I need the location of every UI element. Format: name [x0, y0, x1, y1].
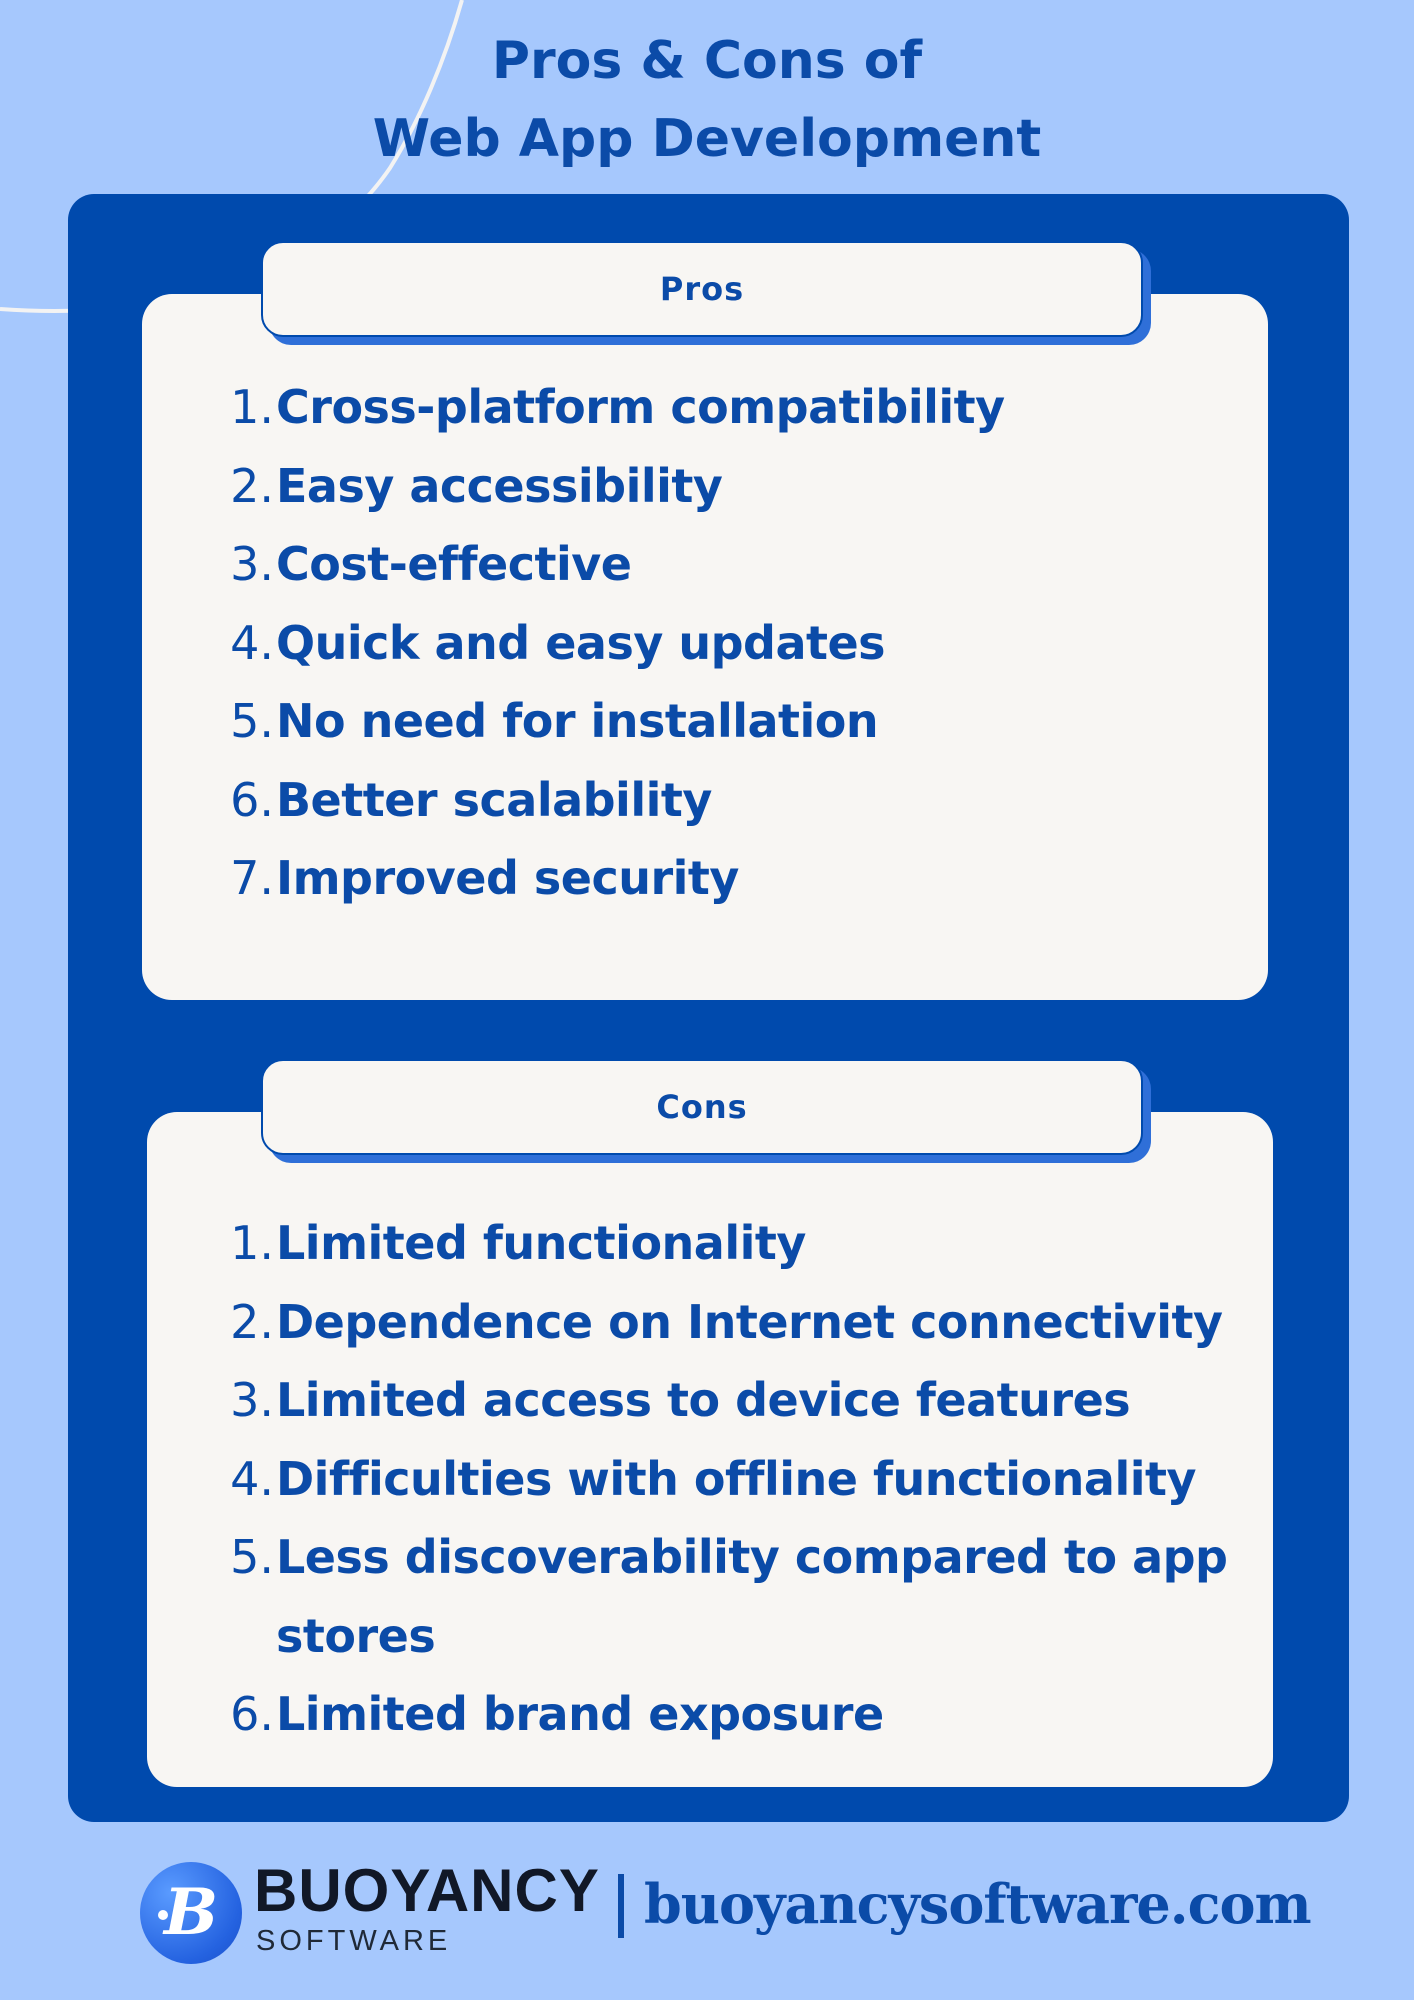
item-number: 6. [230, 1687, 274, 1741]
item-number: 4. [230, 1451, 274, 1506]
logo-dot-icon [158, 1910, 168, 1920]
footer-separator [618, 1874, 624, 1938]
brand-subtitle: SOFTWARE [256, 1925, 452, 1957]
list-item: 6.Limited brand exposure [218, 1675, 1258, 1754]
list-item: 7.Improved security [218, 839, 1248, 918]
item-number: 2. [230, 458, 274, 513]
website-link[interactable]: buoyancysoftware.com [644, 1872, 1312, 1936]
list-item: 5.No need for installation [218, 682, 1248, 761]
list-item: 2.Easy accessibility [218, 447, 1248, 526]
cons-list: 1.Limited functionality 2.Dependence on … [218, 1204, 1258, 1754]
list-item: 3.Limited access to device features [218, 1361, 1258, 1440]
pros-heading: Pros [261, 241, 1143, 337]
item-number: 2. [230, 1294, 274, 1349]
item-number: 7. [230, 851, 274, 905]
list-item: 4.Difficulties with offline functionalit… [218, 1440, 1258, 1519]
item-number: 1. [230, 1216, 274, 1270]
item-number: 6. [230, 772, 274, 827]
footer: B BUOYANCY SOFTWARE buoyancysoftware.com [140, 1857, 1340, 1964]
cons-card [147, 1112, 1273, 1787]
pros-list: 1.Cross-platform compatibility 2.Easy ac… [218, 368, 1248, 918]
title-line-1: Pros & Cons of [491, 31, 923, 91]
cons-heading: Cons [261, 1059, 1143, 1155]
item-text: Difficulties with offline functionality [276, 1451, 1196, 1506]
pros-card [142, 294, 1268, 1000]
item-text: Less discoverability compared to app sto… [276, 1530, 1228, 1663]
item-number: 3. [230, 537, 274, 591]
item-text: Cross-platform compatibility [276, 380, 1005, 434]
brand-name: BUOYANCY [254, 1857, 600, 1924]
item-text: Cost-effective [276, 537, 632, 591]
item-number: 5. [230, 694, 274, 748]
page-title: Pros & Cons of Web App Development [0, 22, 1414, 178]
list-item: 2.Dependence on Internet connectivity [218, 1283, 1258, 1362]
item-text: Quick and easy updates [276, 615, 886, 670]
item-text: Limited access to device features [276, 1373, 1131, 1427]
item-text: Dependence on Internet connectivity [276, 1294, 1223, 1349]
list-item: 4.Quick and easy updates [218, 604, 1248, 683]
item-text: Limited functionality [276, 1216, 806, 1270]
item-text: Limited brand exposure [276, 1687, 884, 1741]
list-item: 1.Cross-platform compatibility [218, 368, 1248, 447]
list-item: 6.Better scalability [218, 761, 1248, 840]
list-item: 5.Less discoverability compared to app s… [218, 1518, 1258, 1675]
title-line-2: Web App Development [372, 109, 1042, 169]
item-number: 1. [230, 380, 274, 434]
item-text: Improved security [276, 851, 739, 905]
item-number: 4. [230, 615, 274, 670]
item-number: 3. [230, 1373, 274, 1427]
item-text: Easy accessibility [276, 458, 723, 513]
list-item: 3.Cost-effective [218, 525, 1248, 604]
list-item: 1.Limited functionality [218, 1204, 1258, 1283]
item-number: 5. [230, 1530, 274, 1584]
logo-letter: B [163, 1875, 219, 1950]
buoyancy-logo-icon: B [140, 1862, 242, 1964]
item-text: No need for installation [276, 694, 879, 748]
item-text: Better scalability [276, 772, 712, 827]
